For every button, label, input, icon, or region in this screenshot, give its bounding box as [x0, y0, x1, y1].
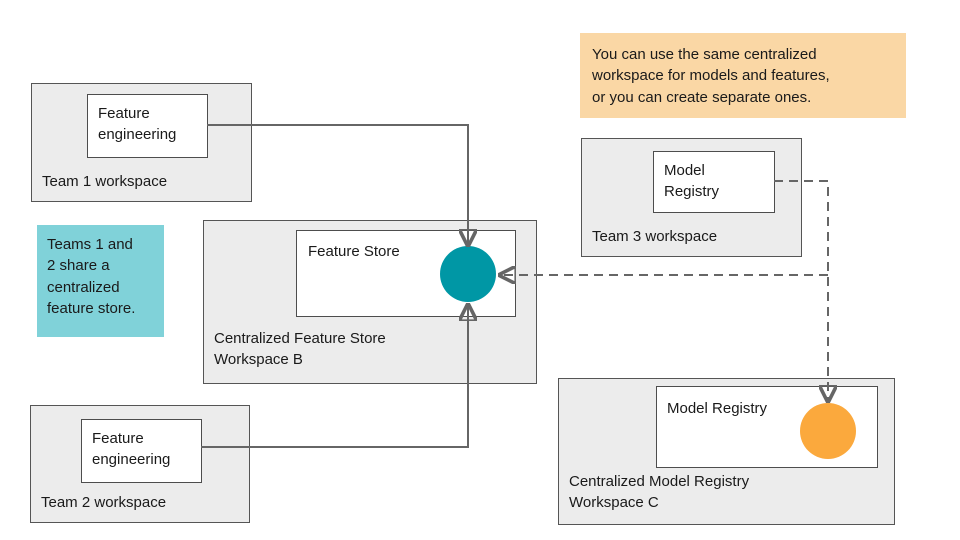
note-teams-share-feature-store: Teams 1 and 2 share a centralized featur… [37, 225, 164, 337]
team1-feature-engineering-box: Feature engineering [87, 94, 208, 158]
team3-workspace-label: Team 3 workspace [592, 228, 718, 246]
team2-workspace-label: Team 2 workspace [41, 494, 167, 512]
team2-workspace-box: Feature engineering Team 2 workspace [30, 405, 250, 523]
team1-workspace-box: Feature engineering Team 1 workspace [31, 83, 252, 202]
team3-workspace-box: Model Registry Team 3 workspace [581, 138, 802, 257]
workspace-b-label: Centralized Feature Store Workspace B [214, 329, 386, 369]
team3-model-registry-box: Model Registry [653, 151, 775, 213]
workspace-c-label: Centralized Model Registry Workspace C [569, 472, 750, 512]
team1-workspace-label: Team 1 workspace [42, 173, 168, 191]
team2-feature-engineering-box: Feature engineering [81, 419, 202, 483]
model-registry-circle [800, 403, 856, 459]
workspace-b-box: Feature Store Centralized Feature Store … [203, 220, 537, 384]
feature-store-circle [440, 246, 496, 302]
note-same-centralized-workspace: You can use the same centralized workspa… [580, 33, 906, 118]
